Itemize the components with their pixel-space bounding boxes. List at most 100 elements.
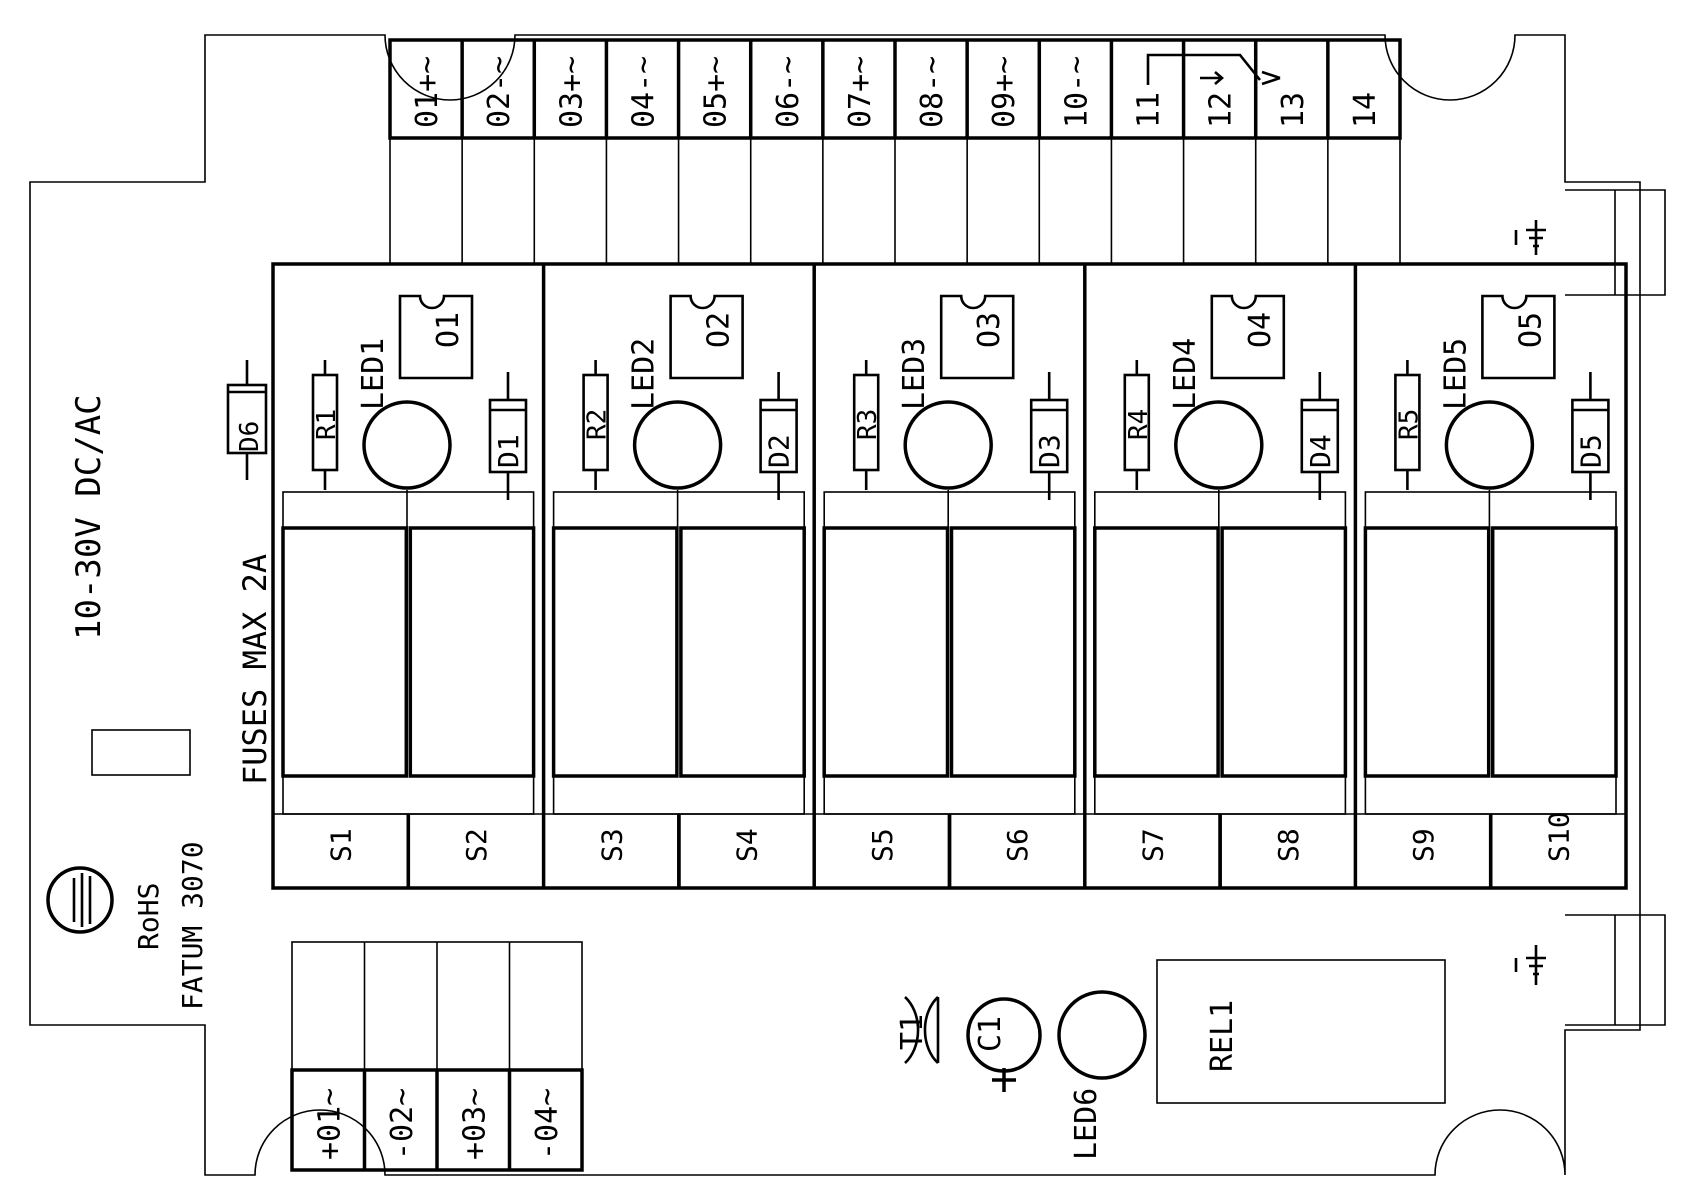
optocoupler-label: O5 <box>1513 312 1548 348</box>
fuse-label: S3 <box>595 828 628 862</box>
marking-box <box>91 729 191 776</box>
terminal-block-bottom: +01~-02~+03~-04~ <box>290 941 584 1172</box>
terminal-label-bottom: +01~ <box>312 1088 347 1160</box>
optocoupler-label: O3 <box>972 312 1007 348</box>
relay-rel1: REL1 <box>1156 959 1446 1104</box>
terminal-label-top: 04-~ <box>627 56 662 128</box>
resistor-label: R5 <box>1394 409 1424 440</box>
ground-icon <box>1514 945 1546 985</box>
optocoupler-body <box>398 294 474 380</box>
rohs-label: RoHS <box>132 883 165 950</box>
terminal-label-top: 08-~ <box>915 56 950 128</box>
resistor-body <box>1394 373 1421 472</box>
fuse-body <box>1093 526 1220 778</box>
fuse-holder-frame <box>1094 491 1347 815</box>
diode-body <box>1571 398 1610 474</box>
fuse-body <box>408 526 536 778</box>
optocoupler-body <box>669 294 744 380</box>
terminal-label-top: 14 <box>1348 92 1383 128</box>
led-label: LED5 <box>1438 338 1473 410</box>
model-label: FATUM 3070 <box>176 841 209 1010</box>
terminal-label-bottom: -02~ <box>385 1088 420 1160</box>
diode-label: D5 <box>1574 434 1607 468</box>
fuses-rating-label: FUSES MAX 2A <box>236 554 274 785</box>
fuse-body <box>1363 526 1491 778</box>
resistor-label: R2 <box>583 409 613 440</box>
terminal-label-top: 12 <box>1204 92 1239 128</box>
fuse-label: S6 <box>1001 828 1034 862</box>
fuse-body <box>1220 526 1348 778</box>
board-voltage-label: 10-30V DC/AC <box>69 394 109 640</box>
optocoupler-label: O4 <box>1243 312 1278 348</box>
diode-body <box>1300 398 1340 474</box>
relay-contact-symbol <box>1146 53 1281 86</box>
resistor-body <box>852 373 880 472</box>
led-body <box>632 400 723 490</box>
led6: LED6 <box>1057 990 1147 1160</box>
fuse-label: S8 <box>1272 828 1305 862</box>
led-body <box>1444 400 1535 490</box>
fuse-body <box>679 526 806 778</box>
diode-d6: D6 <box>226 360 268 480</box>
terminal-label-bottom: +03~ <box>457 1088 492 1160</box>
board-outline <box>29 34 1641 1176</box>
terminal-label-top: 11 <box>1132 92 1167 128</box>
terminal-label-top: 13 <box>1276 92 1311 128</box>
ground-icon <box>1514 220 1546 255</box>
transistor-t1: T1 <box>895 996 940 1064</box>
fuse-body <box>822 526 950 778</box>
fuse-body <box>281 526 409 778</box>
resistor-body <box>1123 373 1151 472</box>
resistor-body <box>311 373 339 472</box>
fuse-label: S5 <box>866 828 899 862</box>
optocoupler-label: O1 <box>431 312 466 348</box>
optocoupler-body <box>1210 294 1286 380</box>
rel1-label: REL1 <box>1205 1000 1240 1072</box>
terminal-label-top: 06-~ <box>771 56 806 128</box>
resistor-label: R3 <box>853 409 883 440</box>
led-label: LED2 <box>627 338 662 410</box>
optocoupler-label: O2 <box>702 312 737 348</box>
fuse-label: S1 <box>325 828 358 862</box>
terminal-label-top: 10-~ <box>1059 56 1094 128</box>
fuse-holder-frame <box>282 491 535 815</box>
fuse-body <box>551 526 679 778</box>
terminal-label-top: 03+~ <box>554 56 589 128</box>
resistor-label: R1 <box>312 409 342 440</box>
fuse-holder-frame <box>552 491 805 815</box>
fuse-holder-frame <box>823 491 1076 815</box>
fuse-body <box>1490 526 1618 778</box>
fuse-label: S4 <box>731 828 764 862</box>
led-body <box>1174 400 1264 490</box>
diode-body <box>1029 398 1069 474</box>
terminal-label-top: 07+~ <box>843 56 878 128</box>
optocoupler-body <box>1481 294 1556 380</box>
terminal-block-top: 01+~02-~03+~04-~05+~06-~07+~08-~09+~10-~… <box>388 38 1402 264</box>
terminal-label-top: 01+~ <box>410 56 445 128</box>
d6-label: D6 <box>235 421 265 452</box>
led-label: LED4 <box>1168 338 1203 410</box>
fuse-label: S2 <box>460 828 493 862</box>
fuse-label: S7 <box>1136 828 1169 862</box>
terminal-label-top: 05+~ <box>699 56 734 128</box>
fuse-holder-frame <box>1364 491 1617 815</box>
diode-label: D4 <box>1304 434 1337 468</box>
optocoupler-body <box>939 294 1015 380</box>
capacitor-c1: C1 <box>966 997 1042 1092</box>
led-label: LED1 <box>356 338 391 410</box>
diode-label: D2 <box>763 434 796 468</box>
led6-label: LED6 <box>1069 1088 1104 1160</box>
fuse-body <box>949 526 1077 778</box>
resistor-body <box>582 373 609 472</box>
diode-label: D1 <box>492 434 525 468</box>
fuse-label: S10 <box>1542 811 1575 862</box>
fuse-label: S9 <box>1407 828 1440 862</box>
terminal-label-top: 09+~ <box>987 56 1022 128</box>
